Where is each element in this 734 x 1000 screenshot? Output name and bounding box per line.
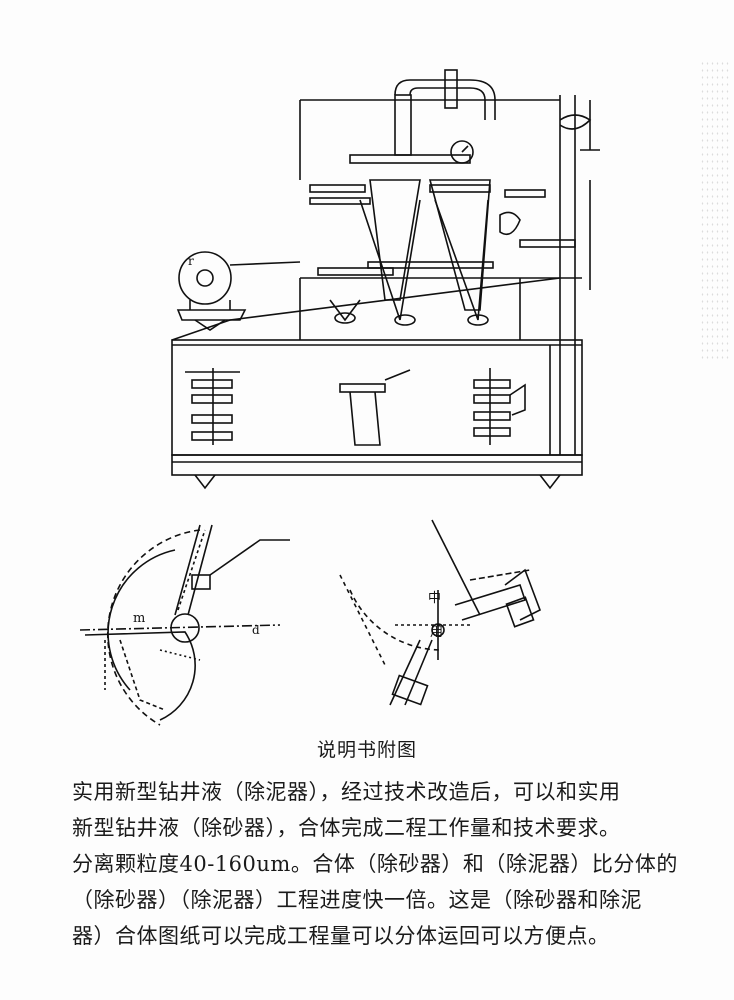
description-line: （除砂器）（除泥器）工程进度快一倍。这是（除砂器和除泥 [72, 888, 642, 912]
skid-assembly-figure [171, 69, 600, 490]
description-line: 实用新型钻井液（除泥器），经过技术改造后，可以和实用 [72, 780, 621, 804]
skid-foot-right [539, 474, 561, 490]
label-m: m [133, 611, 145, 626]
skid-base [171, 454, 583, 476]
hydrocyclone-left [369, 179, 421, 301]
skid-foot-left [194, 474, 216, 490]
label-d: d [252, 623, 260, 637]
motor-icon [178, 251, 232, 305]
scan-noise [700, 60, 730, 360]
equipment-drawing: m d r 中 用 [79, 69, 600, 726]
label-r: r [188, 254, 194, 268]
hydrocyclone-right [428, 179, 491, 311]
figure-caption: 说明书附图 [316, 739, 417, 761]
detail-figure-right [339, 519, 542, 706]
top-manifold-pipe [394, 79, 470, 96]
description-line: 新型钻井液（除砂器），合体完成二程工作量和技术要求。 [72, 816, 621, 840]
pump-stack-left [185, 368, 240, 445]
label-zhong: 中 [428, 591, 441, 606]
mud-tank [171, 339, 583, 456]
description-line: 器）合体图纸可以完成工程量可以分体运回可以方便点。 [72, 924, 610, 948]
label-yong: 用 [430, 625, 443, 640]
description-paragraph: 实用新型钻井液（除泥器），经过技术改造后，可以和实用 新型钻井液（除砂器），合体… [72, 774, 692, 954]
pump-stack-right [473, 368, 526, 445]
pressure-gauge-icon [450, 140, 474, 164]
detail-figure-left [79, 524, 290, 726]
pump-center [339, 369, 411, 446]
description-line: 分离颗粒度40-160um。合体（除砂器）和（除泥器）比分体的 [72, 852, 678, 876]
